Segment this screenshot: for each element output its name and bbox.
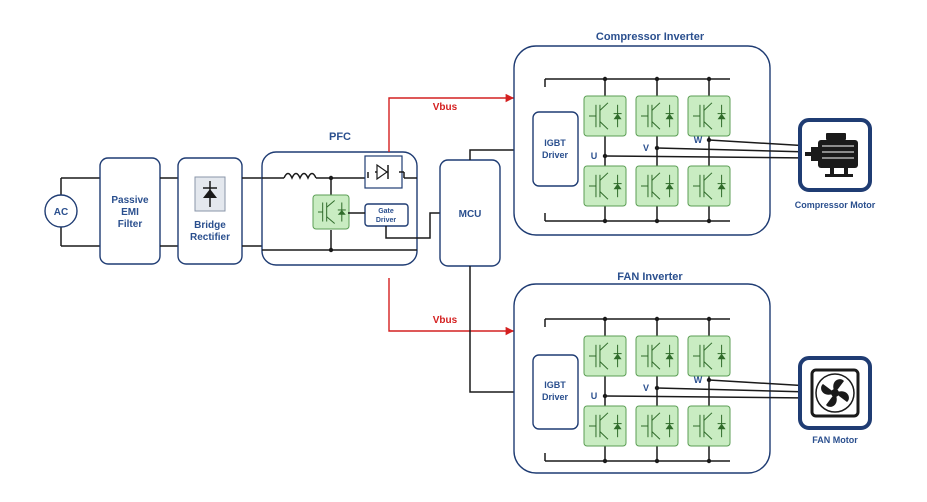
compressor-igbt-low-2 xyxy=(687,165,731,207)
pfc-title: PFC xyxy=(329,131,351,143)
vbus-label-top: Vbus xyxy=(433,102,458,113)
fan-inverter-title: FAN Inverter xyxy=(617,271,683,283)
compressor-igbt-driver-line1: IGBT xyxy=(544,138,566,148)
ac-label: AC xyxy=(54,207,68,218)
fan-igbt-driver-line1: IGBT xyxy=(544,380,566,390)
fan-igbt-high-1 xyxy=(635,335,679,377)
emi-label-line2: EMI xyxy=(121,207,139,218)
inductor-icon xyxy=(283,172,317,180)
compressor-phase-W: W xyxy=(694,135,703,145)
fan-phase-W: W xyxy=(694,375,703,385)
vbus-label-bottom: Vbus xyxy=(433,315,458,326)
fan-phase-V: V xyxy=(643,383,649,393)
rectifier-diode-icon xyxy=(203,181,217,207)
bridge-label-line2: Rectifier xyxy=(190,232,230,243)
compressor-igbt-high-2 xyxy=(687,95,731,137)
compressor-motor: Compressor Motor xyxy=(795,118,876,210)
mcu-label: MCU xyxy=(459,209,482,220)
compressor-igbt-low-0 xyxy=(583,165,627,207)
motor-icon xyxy=(805,133,858,177)
fan-igbt-low-1 xyxy=(635,405,679,447)
gate-driver-line1: Gate xyxy=(378,208,394,215)
fan-motor: FAN Motor xyxy=(798,356,872,445)
compressor-igbt-high-1 xyxy=(635,95,679,137)
vbus-connections: Vbus Vbus xyxy=(388,93,514,336)
compressor-igbt-driver-line2: Driver xyxy=(542,150,569,160)
fan-motor-label: FAN Motor xyxy=(812,435,858,445)
fan-igbt-bridge: U V W xyxy=(544,316,811,464)
fan-phase-U: U xyxy=(591,391,598,401)
pfc-igbt-switch xyxy=(312,194,350,230)
mcu-block: MCU xyxy=(439,159,501,267)
emi-label-line1: Passive xyxy=(111,195,149,206)
ac-source: AC xyxy=(44,177,100,247)
compressor-igbt-low-1 xyxy=(635,165,679,207)
pfc-switch xyxy=(312,194,350,230)
compressor-motor-label: Compressor Motor xyxy=(795,200,876,210)
compressor-phase-U: U xyxy=(591,151,598,161)
bridge-label-line1: Bridge xyxy=(194,220,226,231)
fan-igbt-low-2 xyxy=(687,405,731,447)
compressor-inverter-block: Compressor Inverter IGBT Driver U V W xyxy=(513,31,811,236)
compressor-igbt-bridge: U V W xyxy=(544,76,811,224)
fan-igbt-high-2 xyxy=(687,335,731,377)
fan-icon xyxy=(810,368,860,418)
pfc-block: PFC Gate Driver xyxy=(261,131,418,266)
emi-filter-block: Passive EMI Filter xyxy=(99,157,161,265)
fan-igbt-low-0 xyxy=(583,405,627,447)
gate-driver-line2: Driver xyxy=(376,217,397,224)
compressor-inverter-title: Compressor Inverter xyxy=(596,31,705,43)
boost-diode-icon xyxy=(364,155,403,189)
bridge-rectifier-block: Bridge Rectifier xyxy=(177,157,243,265)
fan-igbt-driver-line2: Driver xyxy=(542,392,569,402)
compressor-igbt-high-0 xyxy=(583,95,627,137)
compressor-phase-V: V xyxy=(643,143,649,153)
fan-inverter-block: FAN Inverter IGBT Driver U V W xyxy=(513,271,811,474)
fan-igbt-high-0 xyxy=(583,335,627,377)
emi-label-line3: Filter xyxy=(118,219,143,230)
